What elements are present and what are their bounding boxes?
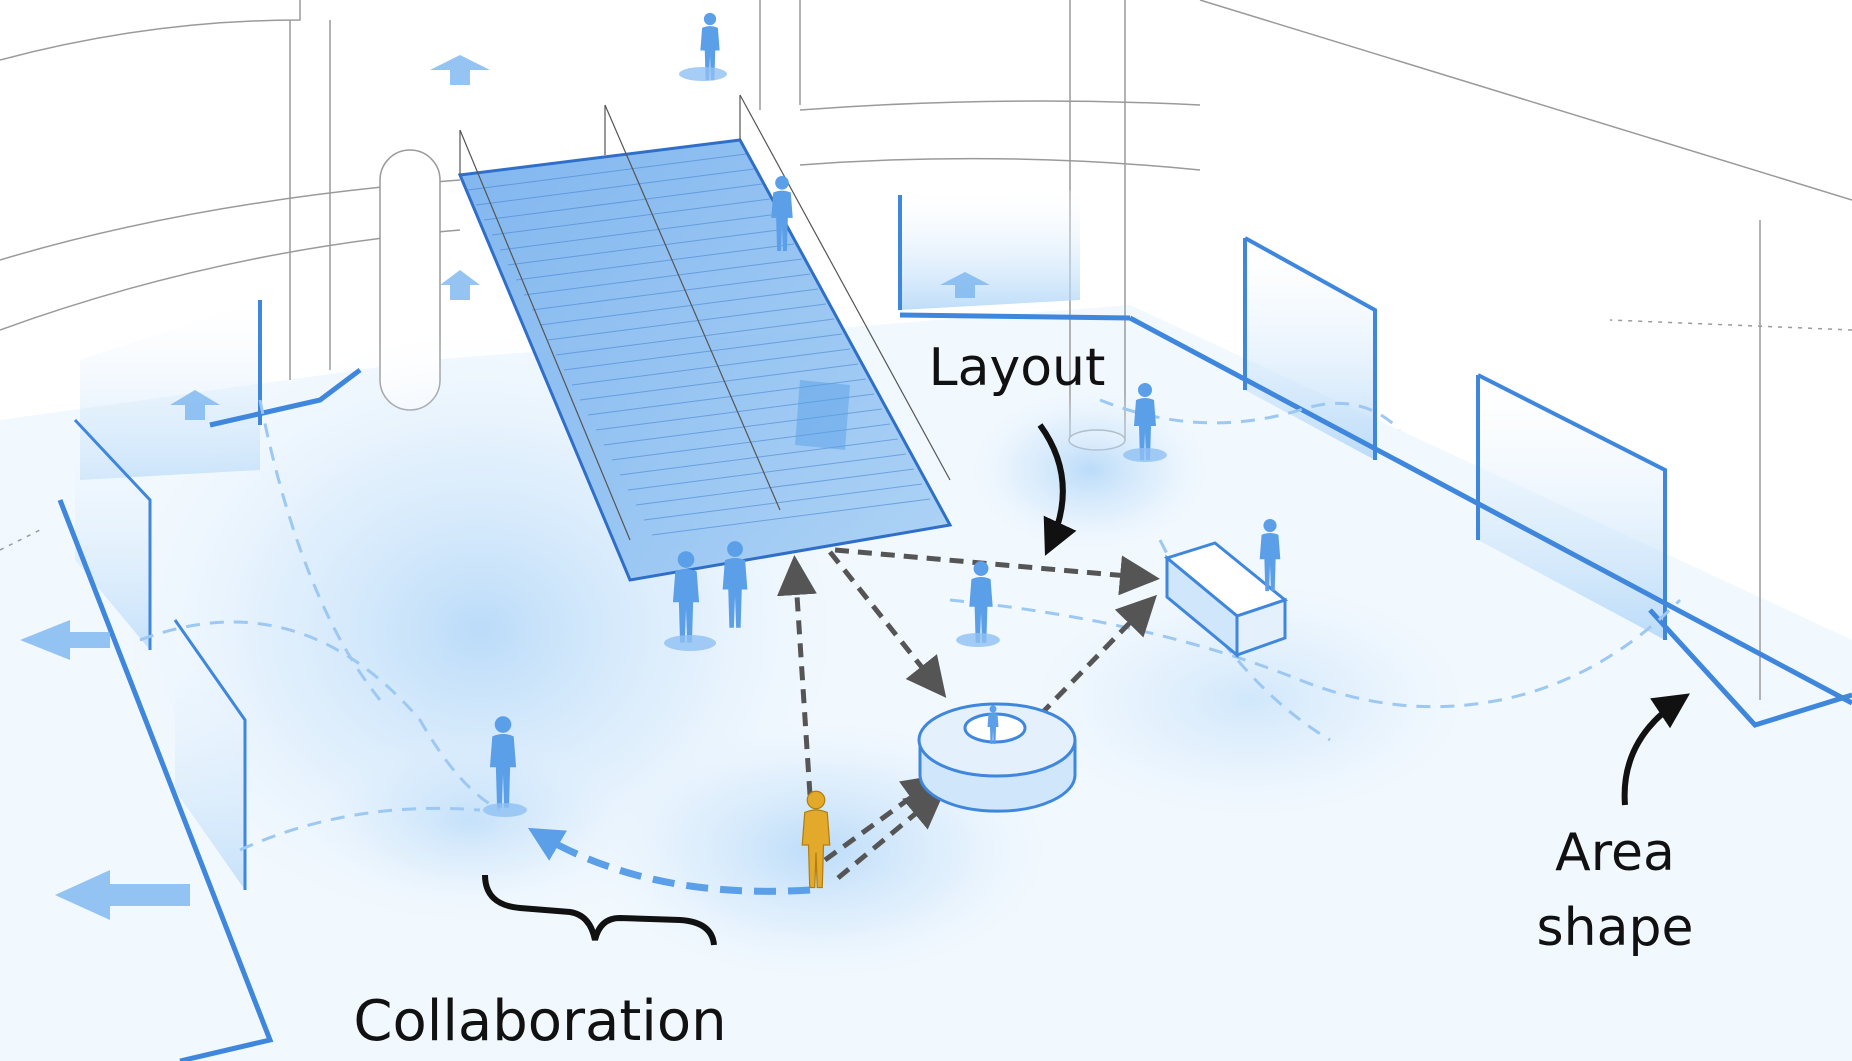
area-shape-label-line2: shape [1537, 898, 1694, 958]
collaboration-label: Collaboration [353, 989, 726, 1054]
box-counter [1163, 541, 1289, 659]
flow-arrows [20, 55, 990, 920]
layout-relations [776, 547, 1160, 880]
area-shape-label-line1: Area [1555, 823, 1675, 883]
curved-arrow-icon [1037, 423, 1077, 556]
glass-panels [73, 190, 1667, 890]
area-boundary [57, 312, 1852, 1061]
collaboration-arrow [527, 827, 811, 895]
round-table [917, 702, 1077, 813]
people [483, 12, 1281, 817]
layout-label: Layout [929, 338, 1106, 398]
curved-arrow-icon [1621, 693, 1690, 806]
brace-icon [482, 874, 717, 946]
staircase [457, 94, 953, 582]
annotation-arrows [482, 423, 1690, 946]
